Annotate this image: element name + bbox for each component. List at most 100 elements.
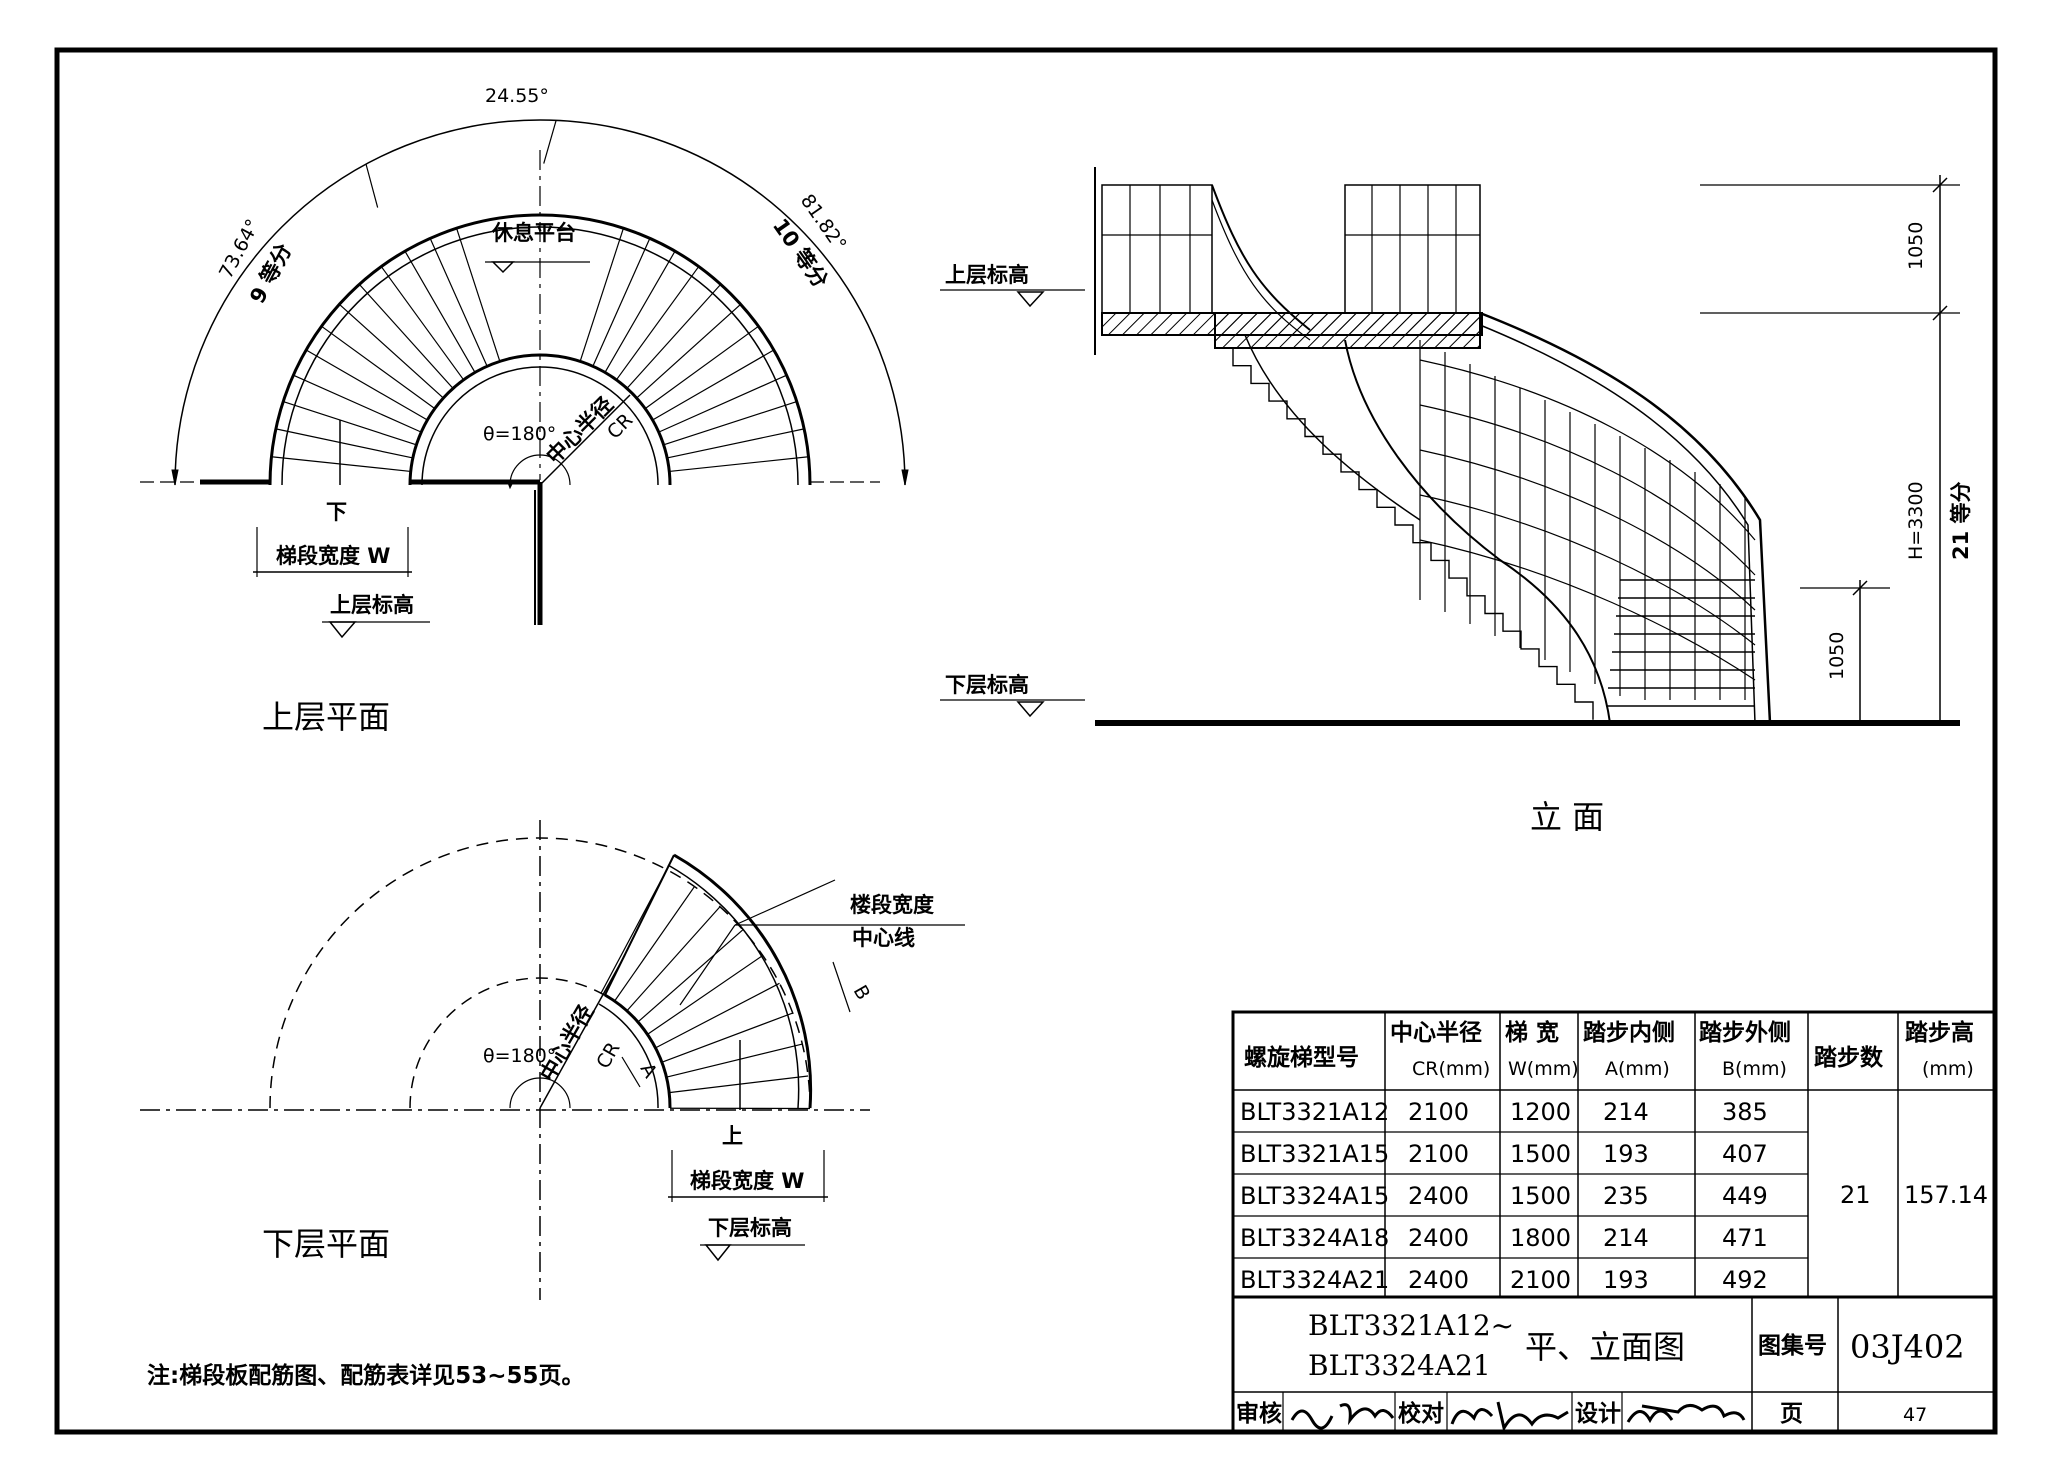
table-steps-value: 21 [1840,1181,1871,1209]
stair-profile [1215,347,1594,720]
landing-label: 休息平台 [491,221,576,245]
table-subheader-cr: CR(mm) [1412,1058,1490,1080]
tread-line [283,400,417,446]
lower-plan-title: 下层平面 [262,1225,390,1263]
lower-width-label: 梯段宽度 W [690,1169,804,1193]
width-label: 梯段宽度 W [276,544,390,568]
tread-line [646,954,764,1036]
page-number: 47 [1903,1404,1927,1426]
rail-line [1419,449,1756,611]
table-cell: 449 [1722,1182,1768,1210]
dim-bottom-label: 1050 [1826,632,1848,680]
table-cell: 214 [1603,1098,1649,1126]
tread-line [636,303,742,399]
tread-line [652,349,775,421]
table-header-a: 踏步内侧 [1583,1019,1675,1046]
tread-line [667,428,805,459]
upper-level-label: 上层标高 [330,593,414,617]
rail-line [1419,539,1756,681]
model-range-2: BLT3324A21 [1308,1349,1491,1382]
a-label: A [636,1060,662,1082]
tread-line [666,1043,803,1078]
tread-line [600,869,668,994]
tread-line [655,982,780,1049]
lower-cr-label: CR [592,1039,624,1073]
tread-line [669,456,809,473]
tread-line [615,266,700,381]
lower-plan [140,820,965,1300]
tread-line [613,886,695,1002]
angle-mid-label: 24.55° [485,85,549,107]
table-cell: 2100 [1510,1266,1571,1294]
table-cell: 2100 [1408,1140,1469,1168]
table-header-model: 螺旋梯型号 [1244,1044,1359,1071]
dim-div-label: 21 等分 [1949,481,1973,560]
table-cell: 214 [1603,1224,1649,1252]
table-cell-model: BLT3321A15 [1240,1140,1389,1168]
tread-line [358,283,454,389]
drawing-name: 平、立面图 [1525,1328,1685,1366]
table-cell: 1800 [1510,1224,1571,1252]
table-cell-model: BLT3324A21 [1240,1266,1389,1294]
upper-level-elev-label: 上层标高 [945,263,1029,287]
rail-line [1419,359,1756,541]
dim-top-label: 1050 [1905,222,1927,270]
table-subheader-step-height: (mm) [1922,1058,1974,1080]
tread-line [644,325,759,410]
check-label: 校对 [1398,1400,1444,1427]
table-header-steps: 踏步数 [1814,1045,1884,1071]
elevation-labels: 上层标高 下层标高 1050 1050 H=3300 21 等分 立 面 [945,222,1973,836]
tread-line [626,906,721,1012]
b-label: B [849,982,875,1004]
width-center-label-1: 楼段宽度 [850,893,934,917]
tread-line [293,374,422,433]
tread-line [626,283,722,389]
table-cell: 2400 [1408,1182,1469,1210]
tread-line [669,1075,809,1094]
table-step-height-value: 157.14 [1904,1181,1988,1209]
signature-check [1450,1401,1569,1433]
table-cell: 1200 [1510,1098,1571,1126]
table-cell: 193 [1603,1266,1649,1294]
spec-table-text: 螺旋梯型号 中心半径 CR(mm) 梯 宽 W(mm) 踏步内侧 A(mm) 踏… [1240,1019,1988,1294]
title-block-text: BLT3321A12~ BLT3324A21 平、立面图 图集号 03J402 … [1236,1309,1965,1433]
rail-line [1419,494,1756,646]
tread-line [663,400,797,446]
dim-height-label: H=3300 [1905,481,1927,560]
tread-line [637,929,744,1023]
table-cell: 235 [1603,1182,1649,1210]
atlas-number: 03J402 [1850,1328,1965,1366]
tread-line [380,266,465,381]
table-subheader-a: A(mm) [1605,1058,1670,1080]
div-left-label: 9 等分 [245,240,296,308]
table-cell: 2400 [1408,1266,1469,1294]
table-cell-model: BLT3324A15 [1240,1182,1389,1210]
design-label: 设计 [1575,1401,1621,1427]
tread-line [455,228,501,362]
lower-level-elev-label: 下层标高 [945,673,1029,697]
lower-plan-labels: 楼段宽度 中心线 B A θ=180° 中心半径 CR 上 梯段宽度 W 下层标… [262,893,934,1263]
tread-line [658,374,787,433]
table-header-cr: 中心半径 [1390,1020,1482,1046]
upper-plan [140,119,909,639]
table-cell-model: BLT3324A18 [1240,1224,1389,1252]
tread-line [305,349,428,421]
signature-design [1626,1404,1746,1424]
model-range-1: BLT3321A12~ [1308,1309,1514,1342]
tread-line [338,303,444,399]
table-cell: 492 [1722,1266,1768,1294]
table-cell-model: BLT3321A12 [1240,1098,1389,1126]
theta-label: θ=180° [483,423,556,445]
table-header-w: 梯 宽 [1505,1019,1559,1046]
table-header-b: 踏步外侧 [1699,1019,1791,1046]
table-subheader-b: B(mm) [1722,1058,1787,1080]
tread-line [661,1012,793,1063]
up-label: 上 [722,1124,743,1148]
page-label: 页 [1780,1401,1803,1427]
table-cell: 2100 [1408,1098,1469,1126]
tread-line [271,456,411,473]
elevation-title: 立 面 [1530,798,1604,836]
signature-review [1290,1403,1395,1430]
table-cell: 1500 [1510,1182,1571,1210]
